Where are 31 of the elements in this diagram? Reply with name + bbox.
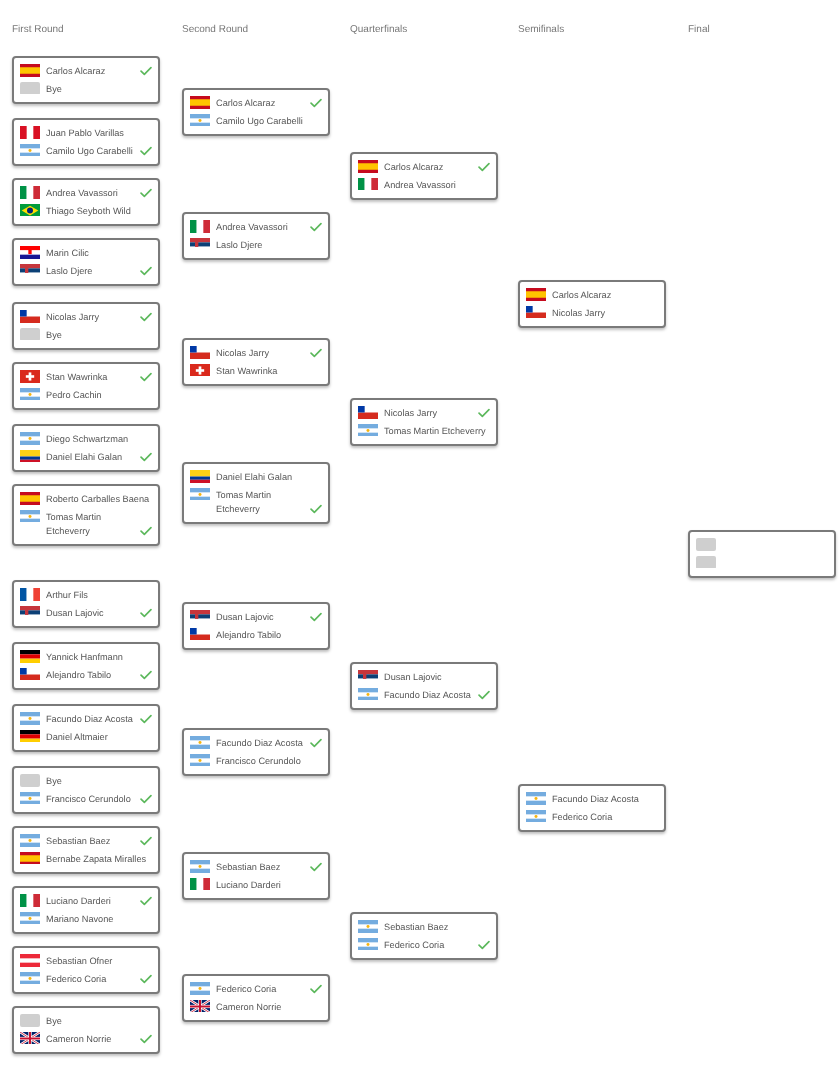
match-card: [518, 784, 666, 832]
match-card: [12, 766, 160, 814]
match-card: [688, 530, 836, 578]
match-card: [182, 728, 330, 776]
match-card: [12, 424, 160, 472]
match-card: [350, 152, 498, 200]
match-card: [182, 852, 330, 900]
match-card: [350, 912, 498, 960]
match-card: [12, 302, 160, 350]
match-card: [12, 118, 160, 166]
match-card: [182, 462, 330, 524]
match-card: [12, 238, 160, 286]
match-card: [12, 886, 160, 934]
match-card: [12, 362, 160, 410]
match-card: [12, 826, 160, 874]
match-card: [12, 642, 160, 690]
match-card: [12, 1006, 160, 1054]
match-card: [182, 88, 330, 136]
match-card: [182, 338, 330, 386]
match-card: [12, 946, 160, 994]
match-card: [182, 602, 330, 650]
match-card: [350, 662, 498, 710]
match-card: [12, 178, 160, 226]
match-card: [350, 398, 498, 446]
match-card: [12, 580, 160, 628]
match-card: [182, 974, 330, 1022]
match-card: [12, 56, 160, 104]
match-card: [518, 280, 666, 328]
match-card: [12, 704, 160, 752]
match-card: [12, 484, 160, 546]
match-card: [182, 212, 330, 260]
